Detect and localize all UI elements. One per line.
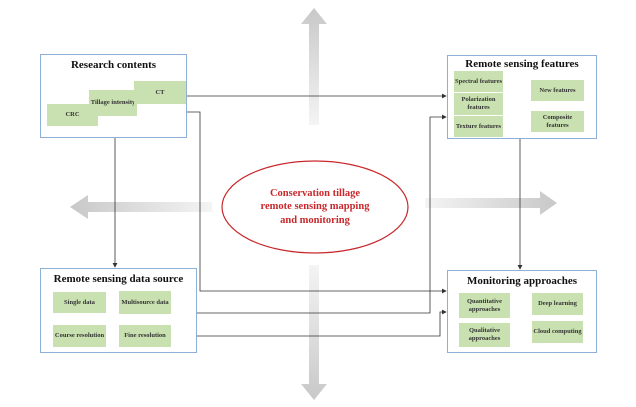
item-qualitative-approaches: Qualitative approaches	[459, 323, 510, 347]
item-cloud-computing: Cloud computing	[532, 321, 583, 343]
item-ct: CT	[134, 81, 186, 104]
panel-title: Monitoring approaches	[466, 275, 578, 287]
arrow-down	[301, 265, 327, 400]
item-tillage-intensity: Tillage intensity	[89, 90, 137, 116]
arrow-up	[301, 8, 327, 125]
item-fine-resolution: Fine resolution	[119, 325, 171, 347]
item-new-features: New features	[531, 80, 584, 101]
panel-title: Remote sensing data source	[53, 273, 184, 285]
item-crc: CRC	[47, 104, 98, 126]
item-single-data: Single data	[53, 292, 106, 313]
center-line-3: and monitoring	[280, 214, 350, 226]
item-deep-learning: Deep learning	[532, 293, 583, 315]
panel-title: Remote sensing features	[465, 58, 579, 70]
item-texture-features: Texture features	[454, 116, 503, 137]
item-multisource-data: Multisource data	[119, 291, 171, 314]
center-line-2: remote sensing mapping	[260, 201, 370, 213]
item-quantitative-approaches: Quantitative approaches	[459, 293, 510, 318]
item-spectral-features: Spectral features	[454, 71, 503, 92]
item-polarization-features: Polarization features	[454, 93, 503, 115]
center-line-1: Conservation tillage	[269, 187, 361, 199]
center-ellipse	[221, 160, 409, 254]
item-composite-features: Composite features	[531, 111, 584, 132]
center-topic: Conservation tillage remote sensing mappi…	[222, 162, 408, 252]
panel-title: Research contents	[70, 59, 157, 71]
arrow-left	[70, 195, 212, 219]
arrow-right	[425, 191, 557, 215]
item-course-resolution: Course resolution	[53, 325, 106, 347]
